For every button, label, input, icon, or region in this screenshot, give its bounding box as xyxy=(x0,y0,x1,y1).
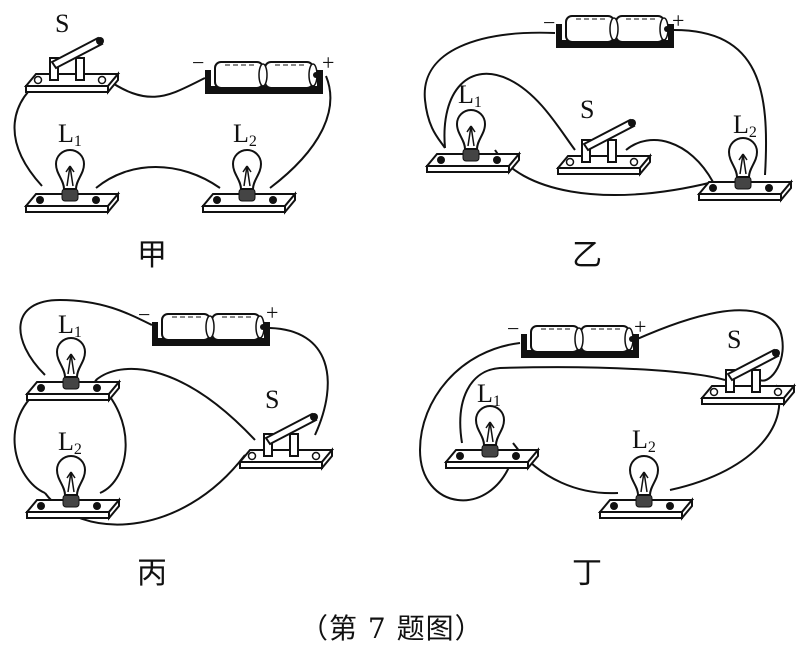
panel-yi: L1 S L2 − + xyxy=(423,8,792,201)
panel-caption-bing: 丙 xyxy=(137,556,167,591)
lamp-l1 xyxy=(26,337,120,401)
label-lamp2: L2 xyxy=(58,427,82,458)
battery-positive: + xyxy=(322,50,334,75)
label-lamp1: L1 xyxy=(58,119,82,150)
wire xyxy=(459,366,726,444)
wire xyxy=(423,31,556,149)
panel-bing: L1 L2 S − + xyxy=(13,298,333,526)
panel-jia: S L1 L2 − + xyxy=(13,9,334,213)
label-lamp2: L2 xyxy=(733,110,757,141)
label-switch: S xyxy=(265,385,279,414)
label-lamp2: L2 xyxy=(632,425,656,456)
label-lamp1: L1 xyxy=(477,379,501,410)
label-switch: S xyxy=(580,95,594,124)
battery-positive: + xyxy=(634,314,646,339)
wire xyxy=(634,309,784,382)
wire xyxy=(418,342,521,502)
battery xyxy=(151,313,271,347)
lamp-l2 xyxy=(26,455,120,519)
lamp-l2 xyxy=(202,149,296,213)
label-lamp1: L1 xyxy=(58,310,82,341)
battery xyxy=(204,61,324,95)
battery-negative: − xyxy=(138,302,150,327)
wire xyxy=(95,166,221,189)
panel-ding: L1 L2 S − + xyxy=(418,309,795,519)
wire xyxy=(269,327,329,436)
panel-caption-ding: 丁 xyxy=(572,556,602,591)
wire xyxy=(19,298,153,376)
wire xyxy=(673,29,768,176)
label-switch: S xyxy=(55,9,69,38)
battery xyxy=(555,15,675,49)
battery-negative: − xyxy=(507,316,519,341)
lamp-l2 xyxy=(698,137,792,201)
wire xyxy=(443,72,576,151)
label-lamp2: L2 xyxy=(233,119,257,150)
switch-s xyxy=(25,36,119,93)
label-lamp1: L1 xyxy=(458,80,482,111)
wire xyxy=(13,384,46,494)
battery xyxy=(520,325,640,359)
wire xyxy=(104,77,206,98)
figure-caption: （第 7 题图） xyxy=(300,612,484,645)
wire xyxy=(625,139,714,183)
battery-negative: − xyxy=(192,50,204,75)
panel-caption-yi: 乙 xyxy=(572,238,602,273)
wire xyxy=(95,367,256,441)
label-switch: S xyxy=(727,325,741,354)
lamp-l2 xyxy=(599,455,693,519)
wire xyxy=(269,75,332,189)
switch-s xyxy=(239,412,333,469)
battery-positive: + xyxy=(266,300,278,325)
switch-s xyxy=(701,348,795,405)
battery-positive: + xyxy=(672,8,684,33)
battery-negative: − xyxy=(543,10,555,35)
panel-caption-jia: 甲 xyxy=(137,238,167,273)
